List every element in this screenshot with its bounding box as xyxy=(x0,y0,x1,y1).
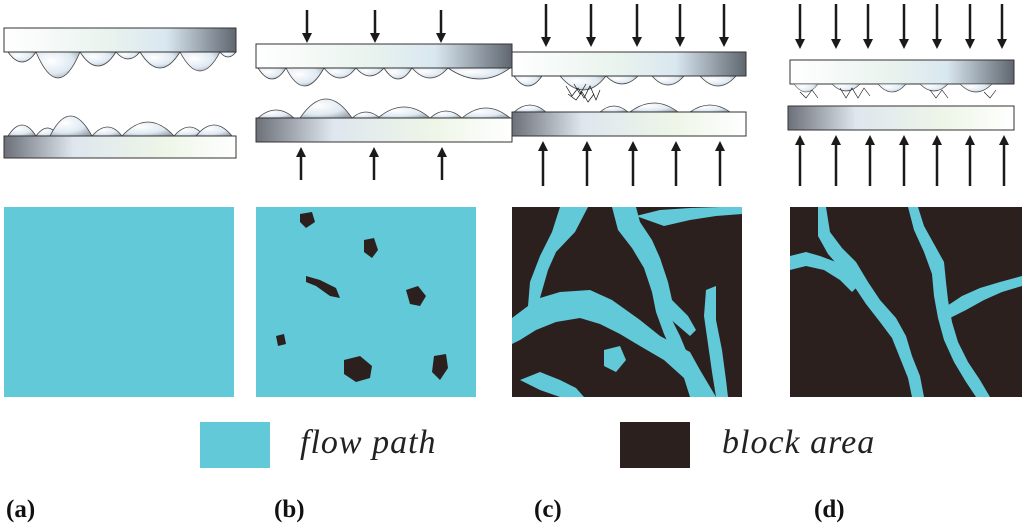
panel-label-c: (c) xyxy=(534,496,562,523)
upper-plate xyxy=(3,27,237,53)
panel-c-top-arrows xyxy=(541,4,729,47)
legend-block-swatch xyxy=(620,422,690,468)
panel-a-schematic xyxy=(3,27,237,159)
legend-block-label: block area xyxy=(722,424,876,461)
upper-plate xyxy=(255,43,513,69)
crushed-debris xyxy=(565,83,601,103)
panel-b-schematic xyxy=(255,10,513,180)
upper-plate xyxy=(789,59,1015,85)
lower-plate-asperities xyxy=(7,115,233,137)
legend-flow-label: flow path xyxy=(300,424,437,461)
panel-label-b: (b) xyxy=(274,496,305,523)
panel-d-bottom-arrows xyxy=(795,135,1009,186)
panel-b-bottom-arrows xyxy=(296,147,447,180)
legend-flow-swatch xyxy=(200,422,270,468)
lower-plate xyxy=(3,135,237,159)
lower-plate xyxy=(787,105,1015,131)
lower-plate xyxy=(511,111,747,137)
panel-b-top-arrows xyxy=(302,10,446,43)
panel-c-bottom-arrows xyxy=(538,141,725,186)
upper-plate xyxy=(511,51,747,77)
upper-plate-asperities xyxy=(7,51,237,79)
panel-c-schematic xyxy=(511,4,747,186)
panel-label-a: (a) xyxy=(6,496,36,523)
lower-plate xyxy=(255,117,513,143)
crushed-debris xyxy=(799,87,997,99)
panel-b-map xyxy=(256,207,476,397)
panel-d-map xyxy=(790,207,1022,397)
panel-d-schematic xyxy=(787,4,1015,186)
panel-a-map xyxy=(4,207,234,397)
panel-c-map xyxy=(512,207,742,397)
panel-label-d: (d) xyxy=(814,496,845,523)
panel-d-top-arrows xyxy=(795,4,1007,49)
